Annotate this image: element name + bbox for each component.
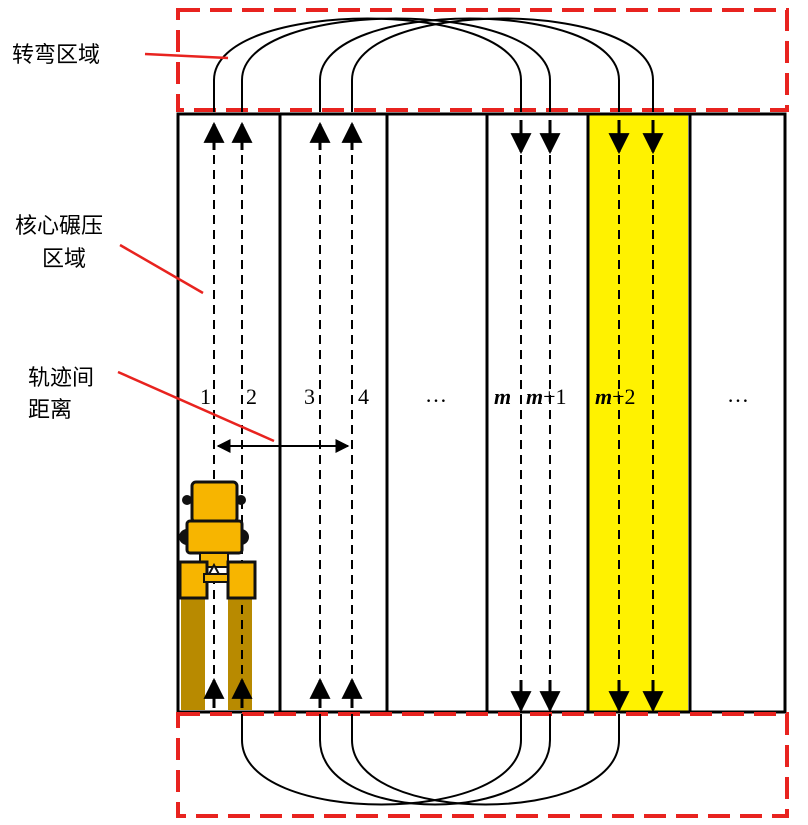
turning-region-label: 转弯区域 — [12, 43, 100, 68]
roller-icon — [178, 480, 257, 600]
up-arrows — [203, 121, 363, 708]
track-label-1: 1 — [200, 384, 211, 409]
track-label-m-plus-2: m+2 — [595, 384, 636, 409]
turning-region-bottom — [176, 712, 789, 818]
track-spacing-label-line1: 轨迹间 — [28, 366, 94, 391]
turning-loops-bottom — [241, 714, 620, 806]
track-label-ellipsis-b: … — [727, 382, 749, 407]
leader-lines — [117, 52, 275, 443]
roller-trail-left — [181, 598, 205, 710]
track-label-m: m — [494, 384, 511, 409]
track-spacing-label-line2: 距离 — [28, 398, 72, 423]
track-label-2: 2 — [246, 384, 257, 409]
core-region-frame — [176, 112, 787, 714]
track-label-ellipsis-a: … — [425, 382, 447, 407]
roller-trail-right — [228, 598, 252, 710]
turning-region-top — [176, 8, 789, 112]
highlighted-lane — [588, 115, 688, 712]
core-region-label-line2: 区域 — [42, 247, 86, 272]
core-region-label-line1: 核心碾压 — [15, 214, 103, 239]
track-label-3: 3 — [304, 384, 315, 409]
lane-dividers — [278, 114, 692, 712]
down-arrows — [510, 120, 664, 713]
track-label-4: 4 — [358, 384, 369, 409]
track-label-m-plus-1: m+1 — [526, 384, 567, 409]
track-labels: 1 2 3 4 … m m+1 m+2 … — [200, 382, 749, 409]
turning-loops-top — [213, 17, 654, 112]
